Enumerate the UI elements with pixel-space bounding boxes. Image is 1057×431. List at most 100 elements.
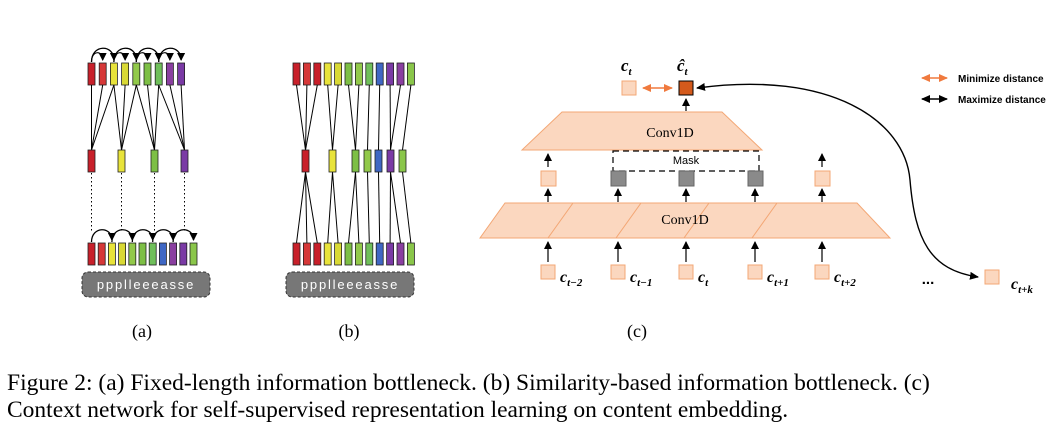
repeat-arc-small <box>135 52 152 63</box>
frame-bar <box>154 62 163 86</box>
input-label-base: c <box>834 269 841 286</box>
panel-a-bottleneck-frames <box>87 149 189 173</box>
legend: Minimize distance Maximize distance <box>921 74 1046 106</box>
frame-bar <box>108 242 116 266</box>
connection-line <box>113 84 122 151</box>
panel-b-label: (b) <box>339 321 360 342</box>
frame-bar <box>148 242 157 266</box>
connection-line <box>402 84 412 151</box>
target-label: ct+k <box>1011 276 1033 296</box>
input-label-sub: t+1 <box>774 277 789 289</box>
frame-bar <box>344 242 353 266</box>
input-label-sub: t <box>705 277 709 289</box>
frame-bar <box>121 62 129 86</box>
frame-bar <box>354 242 363 266</box>
connection-line <box>305 84 318 151</box>
panel-a: ppplleeeasse <box>81 47 211 298</box>
input-label-sub: t+2 <box>841 277 856 289</box>
bottleneck-bar <box>363 149 372 173</box>
bottleneck-bar <box>301 149 310 173</box>
connection-line <box>367 84 370 151</box>
input-label: ct−2 <box>560 269 583 289</box>
connection-line <box>296 171 306 244</box>
connection-line <box>378 171 381 244</box>
input-label: ct+1 <box>767 269 789 289</box>
frame-bar <box>138 242 147 266</box>
caption-line-1: Figure 2: (a) Fixed-length information b… <box>7 370 930 396</box>
frame-bar <box>365 62 374 86</box>
input-box <box>540 264 556 280</box>
panel-b: ppplleeeasse <box>285 62 415 298</box>
frame-bar <box>118 242 126 266</box>
panel-a-label: (a) <box>132 321 152 342</box>
frame-bar <box>97 242 106 266</box>
feature-unmasked-right <box>814 170 831 187</box>
frame-bar <box>323 242 332 266</box>
connection-line <box>135 84 155 151</box>
connection-line <box>296 84 306 151</box>
panel-a-bottom-frames <box>87 242 198 266</box>
input-label-base: c <box>698 269 705 286</box>
ct-label: ct <box>621 56 633 78</box>
frame-bar <box>406 62 415 86</box>
frame-bar <box>302 242 311 266</box>
bottleneck-bar <box>87 149 96 173</box>
bottleneck-bar <box>180 149 189 173</box>
connection-line <box>327 171 333 244</box>
input-label-sub: t−1 <box>637 277 652 289</box>
connection-line <box>348 84 356 151</box>
panel-b-top-frames <box>292 62 415 86</box>
feature-masked-1 <box>610 170 627 187</box>
connection-line <box>91 84 104 151</box>
frame-bar <box>128 242 137 266</box>
figure-svg: ppplleeeasse ppplleeeasse Conv1D Conv1D … <box>81 47 1046 342</box>
bottleneck-bar <box>386 149 395 173</box>
frame-bar <box>386 242 395 266</box>
frame-bar <box>302 62 311 86</box>
input-label-base: c <box>767 269 774 286</box>
connection-line <box>305 171 318 244</box>
connection-line <box>390 171 401 244</box>
connection-line <box>147 84 155 151</box>
connection-line <box>402 171 412 244</box>
panel-c: Conv1D Conv1D Mask <box>479 56 1046 296</box>
repeat-arc-small <box>90 52 107 63</box>
frame-bar <box>177 62 186 86</box>
repeat-arc <box>90 229 116 243</box>
panel-a-dotted-lines <box>91 173 185 232</box>
caption-line-2: Context network for self-supervised repr… <box>7 397 789 423</box>
connection-line <box>305 171 308 244</box>
panel-b-input-box <box>285 271 415 298</box>
frame-bar <box>406 242 415 266</box>
frame-bar <box>396 242 405 266</box>
panel-a-input-box <box>81 271 211 298</box>
connection-line <box>121 84 137 151</box>
frame-bar <box>334 242 343 266</box>
repeat-arc <box>172 229 198 243</box>
input-box <box>678 264 694 280</box>
mask-label: Mask <box>673 155 700 167</box>
frame-bar <box>179 242 188 266</box>
frame-bar <box>375 62 384 86</box>
input-label-base: c <box>630 269 637 286</box>
panel-b-bottleneck-frames <box>301 149 407 173</box>
connection-line <box>121 84 126 151</box>
frame-bar <box>87 242 96 266</box>
middle-features <box>540 170 831 187</box>
bottleneck-bar <box>351 149 360 173</box>
frame-bar <box>323 62 332 86</box>
bottleneck-bar <box>150 149 159 173</box>
conv1d-top-block <box>520 111 764 151</box>
frame-bar <box>313 242 322 266</box>
connection-line <box>327 84 333 151</box>
frame-bar <box>396 62 405 86</box>
input-label: ct+2 <box>834 269 856 289</box>
frame-bar <box>292 242 301 266</box>
frame-bar <box>334 62 343 86</box>
repeat-arc <box>152 229 178 243</box>
conv1d-top-label: Conv1D <box>646 126 693 141</box>
panel-a-arcs <box>90 47 198 243</box>
bottleneck-bar <box>328 149 337 173</box>
target-box <box>984 269 1000 285</box>
